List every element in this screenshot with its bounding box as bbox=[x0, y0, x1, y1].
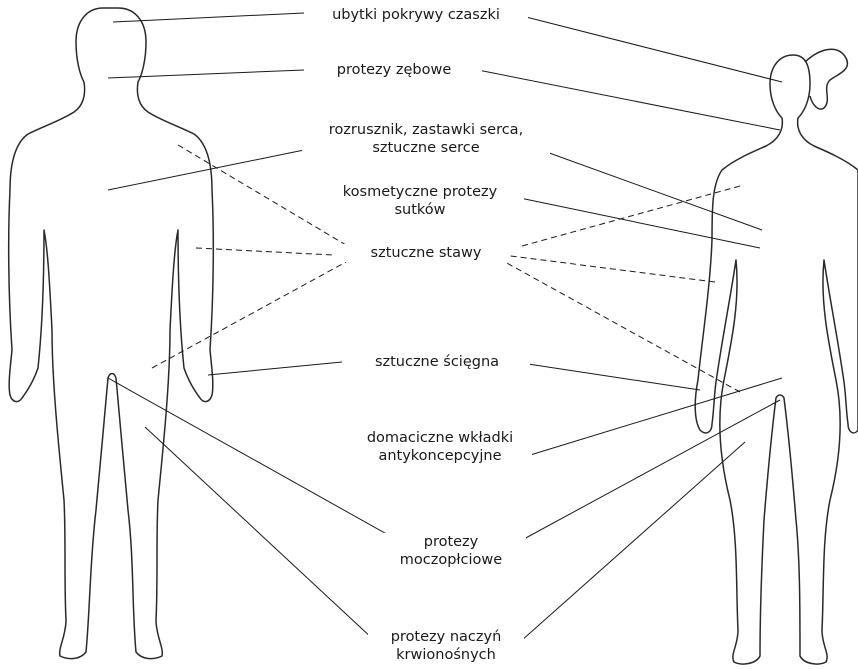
label-heart-line2: sztuczne serce bbox=[304, 139, 548, 157]
label-urogenital-line1: protezy bbox=[378, 533, 524, 551]
label-skull: ubytki pokrywy czaszki bbox=[304, 6, 528, 24]
label-contraceptive-line1: domaciczne wkładki bbox=[350, 429, 530, 447]
label-urogenital-line2: moczopłciowe bbox=[378, 551, 524, 569]
label-heart-line1: rozrusznik, zastawki serca, bbox=[304, 121, 548, 139]
label-tendons-line1: sztuczne ścięgna bbox=[346, 353, 528, 371]
label-dental-line1: protezy zębowe bbox=[308, 61, 480, 79]
female-silhouette bbox=[695, 55, 858, 664]
label-breast: kosmetyczne protezy sutków bbox=[316, 183, 524, 219]
male-silhouette bbox=[9, 8, 214, 659]
label-contraceptive-line2: antykoncepcyjne bbox=[350, 447, 530, 465]
female-ponytail bbox=[805, 49, 847, 109]
label-heart: rozrusznik, zastawki serca, sztuczne ser… bbox=[302, 121, 550, 157]
label-contraceptive: domaciczne wkładki antykoncepcyjne bbox=[348, 429, 532, 465]
label-joints-line1: sztuczne stawy bbox=[344, 244, 508, 262]
label-vessels-line1: protezy naczyń bbox=[370, 628, 522, 646]
label-joints: sztuczne stawy bbox=[342, 244, 510, 262]
label-dental: protezy zębowe bbox=[306, 61, 482, 79]
label-urogenital: protezy moczopłciowe bbox=[376, 533, 526, 569]
label-skull-line1: ubytki pokrywy czaszki bbox=[306, 6, 526, 24]
label-tendons: sztuczne ścięgna bbox=[344, 353, 530, 371]
label-vessels-line2: krwionośnych bbox=[370, 646, 522, 664]
label-vessels: protezy naczyń krwionośnych bbox=[368, 628, 524, 664]
label-breast-line1: kosmetyczne protezy bbox=[318, 183, 522, 201]
label-breast-line2: sutków bbox=[318, 201, 522, 219]
